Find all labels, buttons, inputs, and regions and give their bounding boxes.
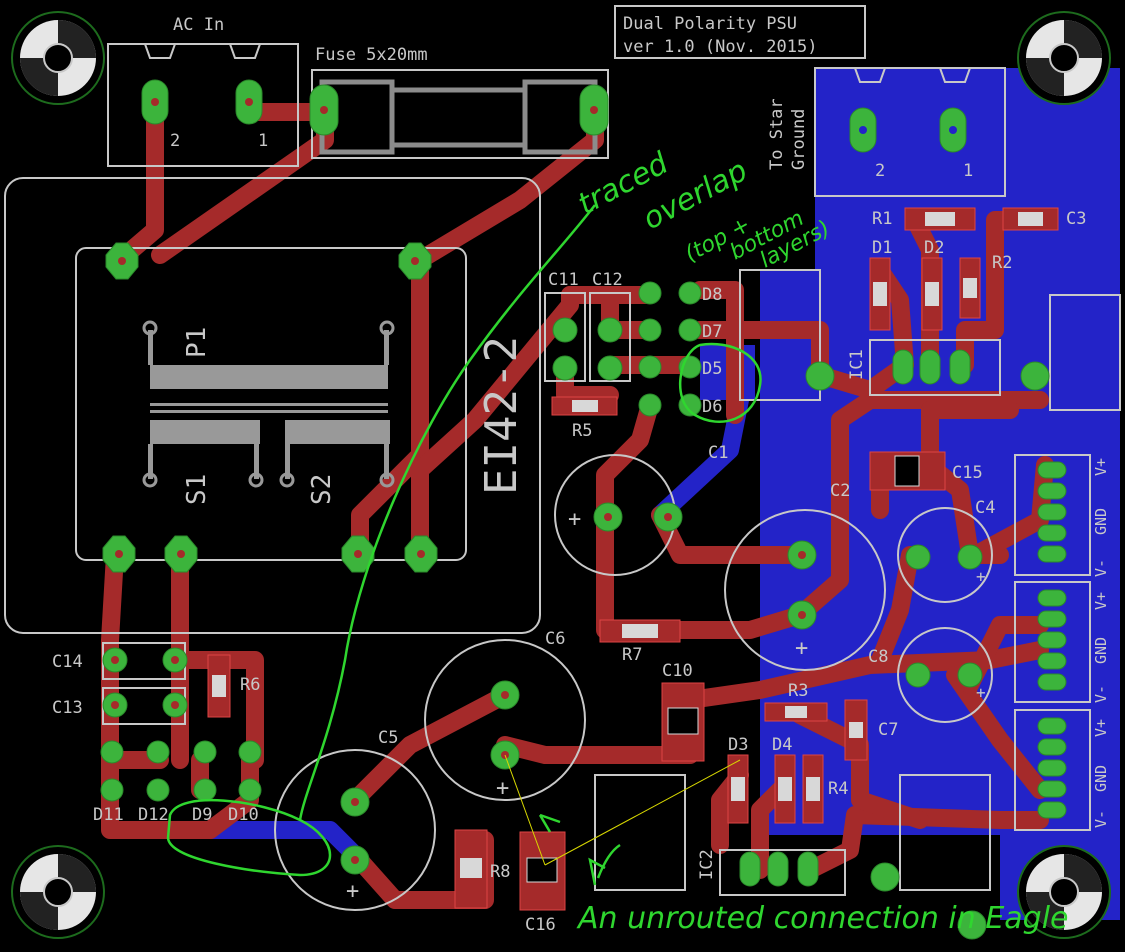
transformer-name: EI42-2: [476, 336, 527, 495]
star-ground-pin1: 1: [963, 161, 973, 181]
label-d4: D4: [772, 735, 792, 755]
label-r8: R8: [490, 862, 510, 882]
label-ic2: IC2: [697, 849, 717, 880]
header-pin-2: GND: [1092, 508, 1110, 535]
header-pin-6: V-: [1092, 685, 1110, 703]
header-pin-7: V+: [1092, 719, 1110, 737]
ac-in-label: AC In: [173, 15, 224, 35]
label-c5: C5: [378, 728, 398, 748]
smd-components: [207, 207, 1059, 911]
label-c6: C6: [545, 629, 565, 649]
label-d12: D12: [138, 805, 169, 825]
ac-in-pin1: 1: [258, 131, 268, 151]
label-c7: C7: [878, 720, 898, 740]
fuse-label: Fuse 5x20mm: [315, 45, 428, 65]
label-c8: C8: [868, 647, 888, 667]
star-ground-pin2: 2: [875, 161, 885, 181]
header-pin-5: GND: [1092, 637, 1110, 664]
label-d1: D1: [872, 238, 892, 258]
label-c12: C12: [592, 270, 623, 290]
drill-holes: [111, 98, 957, 864]
label-d7: D7: [702, 322, 722, 342]
plus-c8: +: [976, 683, 986, 702]
annotation-arrow-unrouted: [588, 843, 621, 886]
label-r2: R2: [992, 253, 1012, 273]
plus-c1: +: [568, 507, 581, 532]
label-c15: C15: [952, 463, 983, 483]
header-pin-3: V-: [1092, 559, 1110, 577]
label-d5: D5: [702, 359, 722, 379]
label-r6: R6: [240, 675, 260, 695]
plus-c4: +: [976, 567, 986, 586]
header-pin-1: V+: [1092, 458, 1110, 476]
annotation-unrouted: An unrouted connection in Eagle: [576, 901, 1069, 936]
label-r4: R4: [828, 779, 848, 799]
annotation-pointer-line: [298, 204, 596, 821]
header-pin-8: GND: [1092, 765, 1110, 792]
transformer-s2: S2: [307, 474, 337, 505]
plus-c6: +: [496, 776, 509, 801]
label-c2: C2: [830, 481, 850, 501]
label-c14: C14: [52, 652, 83, 672]
label-d2: D2: [924, 238, 944, 258]
transformer-symbol: [142, 320, 395, 488]
plus-c2: +: [795, 636, 808, 661]
label-r1: R1: [872, 209, 892, 229]
label-c1: C1: [708, 443, 728, 463]
ac-in-pin2: 2: [170, 131, 180, 151]
star-ground-label-1: To Star: [767, 98, 787, 170]
label-ic1: IC1: [847, 349, 867, 380]
label-r3: R3: [788, 681, 808, 701]
plus-c5: +: [346, 879, 359, 904]
unrouted-airwire-2: [544, 759, 741, 866]
label-r7: R7: [622, 645, 642, 665]
label-c3: C3: [1066, 209, 1086, 229]
title-line-1: Dual Polarity PSU: [623, 14, 797, 34]
transformer-s1: S1: [182, 474, 212, 505]
label-d9: D9: [192, 805, 212, 825]
annotation-ellipse-top: [678, 342, 762, 423]
unrouted-airwire: [504, 754, 546, 866]
label-c16: C16: [525, 915, 556, 935]
label-d3: D3: [728, 735, 748, 755]
label-c10: C10: [662, 661, 693, 681]
label-c13: C13: [52, 698, 83, 718]
header-pin-9: V-: [1092, 810, 1110, 828]
transformer-primary: P1: [182, 327, 212, 358]
label-d6: D6: [702, 397, 722, 417]
label-d10: D10: [228, 805, 259, 825]
mounting-holes: [11, 11, 1111, 939]
header-pin-4: V+: [1092, 592, 1110, 610]
label-r5: R5: [572, 421, 592, 441]
annotation-arrow-c16: [538, 813, 561, 833]
label-d8: D8: [702, 285, 722, 305]
label-c11: C11: [548, 270, 579, 290]
star-ground-label-2: Ground: [789, 109, 809, 170]
title-line-2: ver 1.0 (Nov. 2015): [623, 37, 817, 57]
label-d11: D11: [93, 805, 124, 825]
silkscreen-outlines: [4, 5, 1121, 911]
output-header-labels: V+ GND V- V+ GND V- V+ GND V-: [1092, 458, 1110, 828]
label-c4: C4: [975, 498, 995, 518]
annotation-ellipse-bottom: [166, 799, 332, 877]
